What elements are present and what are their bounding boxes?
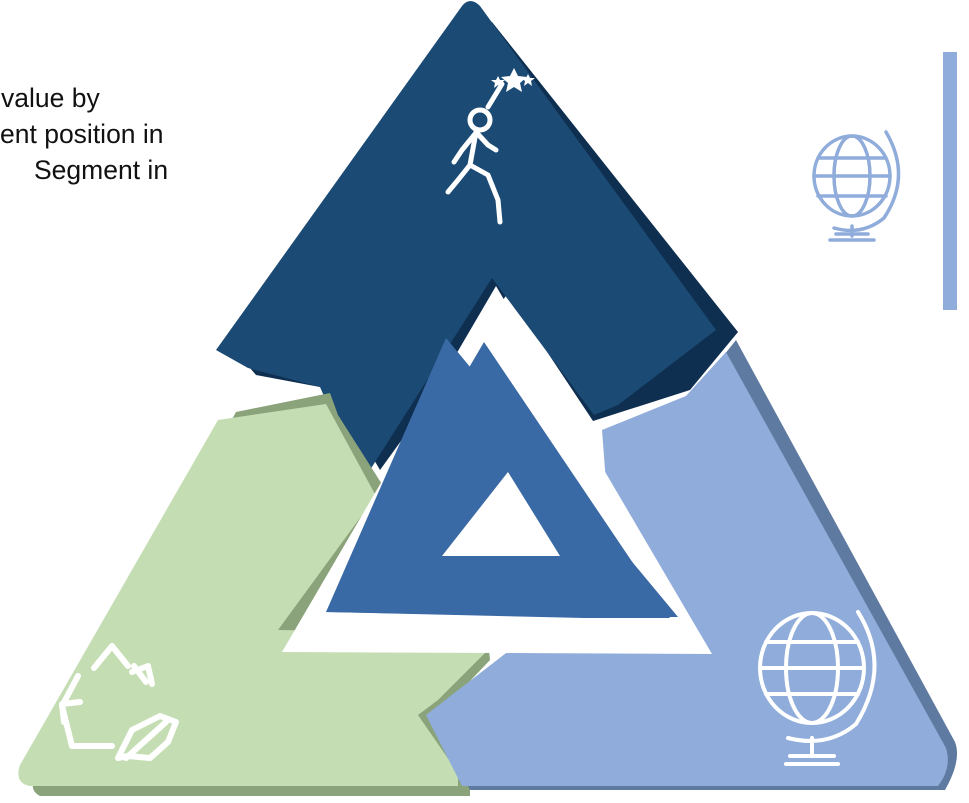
sidebar-globe-icon: [812, 130, 901, 242]
sidebar-accent-bar: [943, 52, 957, 310]
achievement-person-stars-icon: [445, 68, 535, 225]
segment-center: [282, 286, 712, 654]
globe-icon: [758, 610, 877, 766]
segment-right: [426, 340, 958, 790]
caption-line-2: ent position in: [0, 119, 164, 149]
segment-left-shape: [18, 404, 488, 786]
caption-line-1: value by: [1, 83, 100, 113]
segment-right-shape: [426, 352, 948, 786]
segment-top: [216, 1, 738, 470]
center-shape-main: [326, 342, 670, 618]
recycle-leaf-icon: [59, 643, 179, 761]
caption-line-3: Segment in: [34, 155, 169, 185]
center-inner-cutout: [442, 472, 560, 556]
partial-description-text: value by ent position in Segment in: [0, 80, 470, 188]
segment-top-shape: [216, 1, 716, 470]
